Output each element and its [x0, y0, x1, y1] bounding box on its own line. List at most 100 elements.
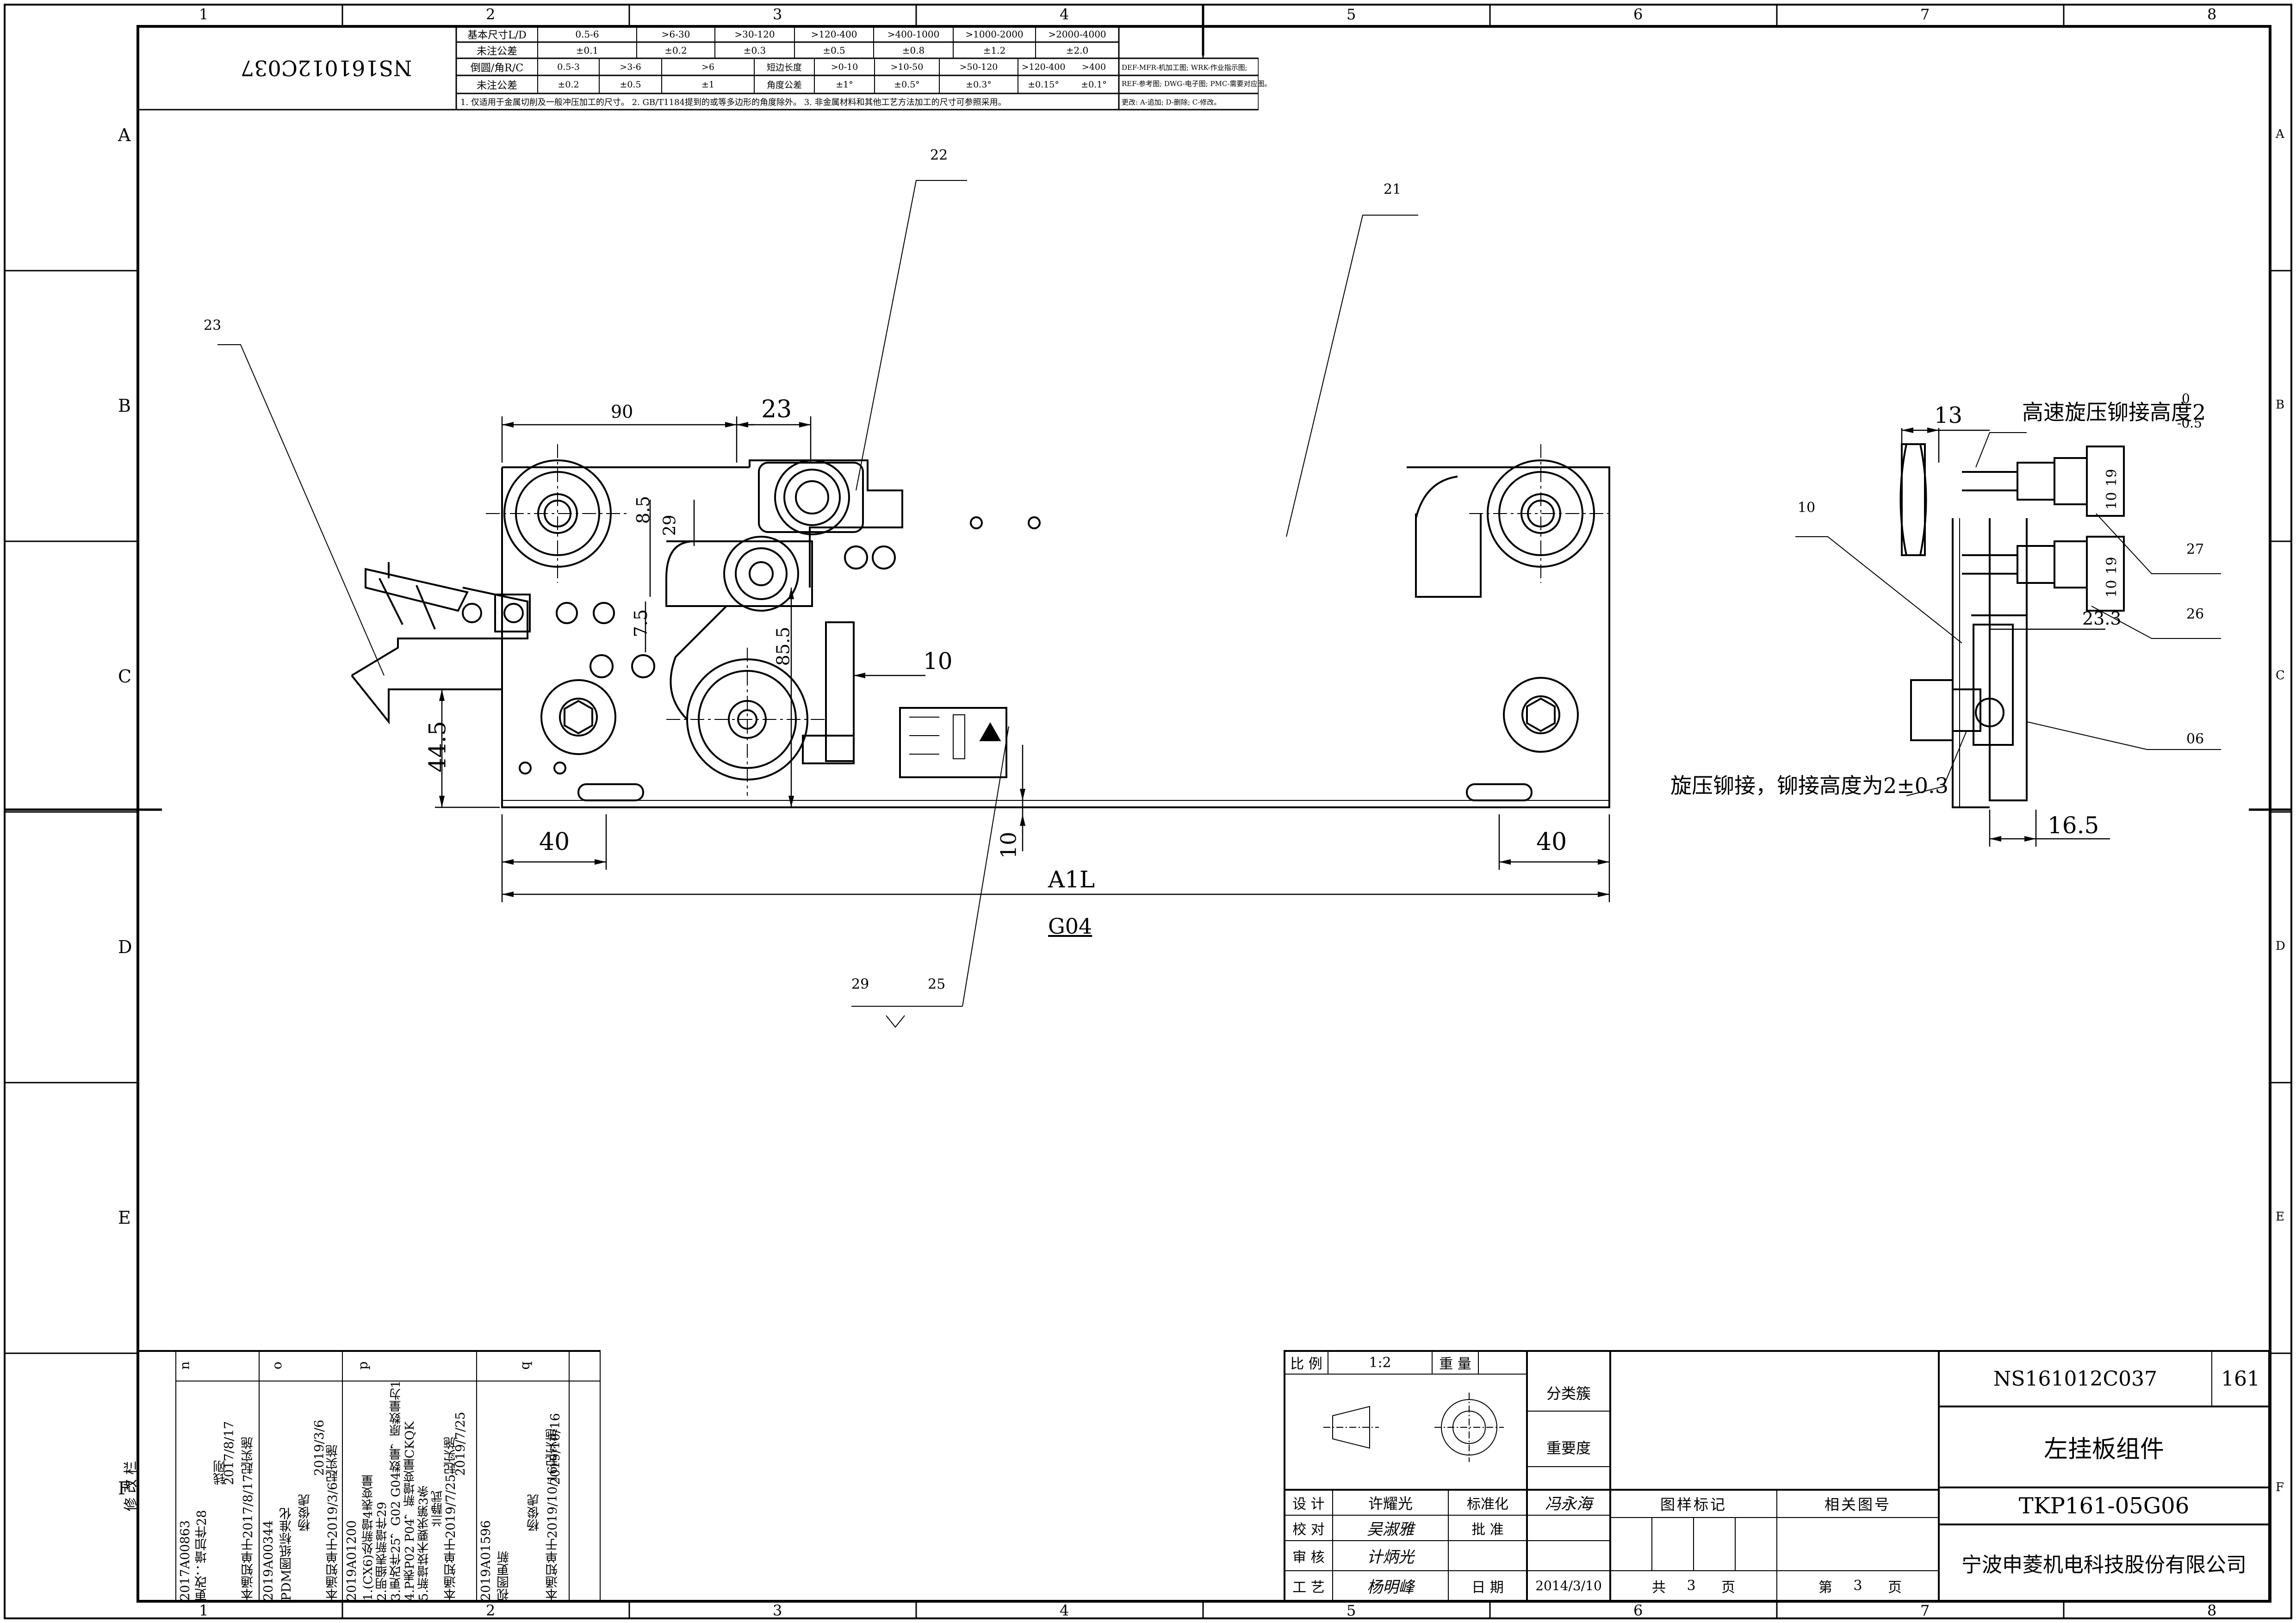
tb-weight-label: 重 量 [1439, 1356, 1471, 1372]
zone-col-1-top: 1 [199, 6, 209, 23]
tol-row4-v2: ±1 [701, 79, 714, 90]
dim-23: 23 [761, 396, 792, 423]
tb-related-label: 相关图号 [1824, 1496, 1891, 1513]
tol-row4-v4: ±1° [836, 79, 853, 90]
tb-company: 宁波申菱机电科技股份有限公司 [1961, 1553, 2246, 1577]
zone-col-5-top: 5 [1347, 6, 1356, 23]
dim-8-5: 8.5 [633, 496, 654, 524]
dim-44-5: 44.5 [424, 721, 451, 773]
revision-line: 视图更新 [497, 1551, 511, 1601]
tb-sheet-unit: 页 [1888, 1579, 1902, 1596]
tb-process-label: 工 艺 [1292, 1579, 1325, 1596]
dim-19-b: 19 [2104, 557, 2120, 575]
revision-header: 修 改 栏 [123, 1461, 139, 1511]
dim-13: 13 [1934, 403, 1963, 428]
tol-row3-v0: 0.5-3 [557, 62, 580, 72]
zone-col-1-bottom: 1 [199, 1602, 209, 1619]
zone-col-8-bottom: 8 [2207, 1602, 2217, 1619]
tol-row3-label: 倒圆/角R/C [470, 62, 524, 74]
dim-40-right: 40 [1536, 828, 1567, 856]
tb-importance-label: 重要度 [1546, 1439, 1591, 1457]
balloon-23: 23 [204, 317, 222, 334]
revision-line: 2019A01596 [479, 1520, 493, 1601]
tol-row2-v0: ±0.1 [576, 44, 599, 56]
tol-row1-v3: >120-400 [811, 29, 857, 40]
balloon-29: 29 [851, 976, 869, 992]
tb-standard-label: 标准化 [1467, 1496, 1508, 1512]
zone-col-3-bottom: 3 [773, 1602, 782, 1619]
revision-block-n: 2017/8/17 2017A00863 更改：增加件28 钱刚 本通知单于20… [178, 1383, 257, 1601]
tb-design-label: 设 计 [1292, 1496, 1325, 1512]
dim-85-5: 85.5 [773, 626, 794, 666]
zone-row-a-right: A [2276, 127, 2284, 141]
tb-review-label: 审 核 [1292, 1549, 1325, 1566]
revision-block-p: 2019/7/25 2019A01200 1.(CX6)处新增4表变量 2.明细… [345, 1381, 474, 1601]
zone-row-a-left: A [118, 125, 131, 145]
revision-line: PDM图纸标准化 [279, 1507, 294, 1601]
zone-col-5-bottom: 5 [1347, 1602, 1356, 1619]
tol-row1-label: 基本尺寸L/D [467, 30, 527, 41]
zone-col-7-bottom: 7 [1920, 1602, 1930, 1619]
zone-col-3-top: 3 [773, 6, 782, 23]
dim-23-3: 23.3 [2082, 608, 2122, 629]
tb-sheet-label: 第 [1818, 1579, 1832, 1596]
front-view [217, 180, 1610, 1028]
revision-letter-o: o [269, 1362, 285, 1369]
zone-row-d-right: D [2276, 939, 2285, 953]
revision-line: 2017A00863 [178, 1520, 192, 1601]
revision-line: 杨俊虎 [527, 1494, 541, 1531]
tb-pattern-mark-label: 图样标记 [1660, 1496, 1727, 1513]
dimension-lines [435, 416, 1610, 902]
tb-scale-value: 1:2 [1369, 1354, 1391, 1371]
revision-line: 本通知单于2019/10/16起实施 [546, 1429, 560, 1601]
dim-19-a: 19 [2104, 469, 2120, 487]
note-spin-rivet: 旋压铆接，铆接高度为2±0.3 [1670, 773, 1948, 798]
tolerance-note: 1. 仅适用于金属切削及一般冲压加工的尺寸。 2. GB/T1184提到的或等多… [460, 98, 1006, 107]
note-rivet-tol-lower: -0.5 [2177, 415, 2202, 431]
tol-row3-v3: 短边长度 [766, 62, 802, 73]
zone-row-b-right: B [2276, 398, 2285, 412]
note-high-speed-rivet: 高速旋压铆接高度2 [2022, 400, 2206, 425]
tb-check-label: 校 对 [1292, 1521, 1325, 1538]
revision-line: 本通知单于2019/7/25起实施 [444, 1437, 458, 1601]
dim-10-switch: 10 [923, 648, 953, 675]
zone-row-e-left: E [118, 1208, 131, 1228]
balloon-22: 22 [930, 147, 948, 163]
tol-row3-v8: >400 [1081, 62, 1106, 72]
revision-line: 更改：增加件28 [195, 1510, 209, 1601]
tb-total-value: 3 [1687, 1578, 1696, 1594]
tol-row4-v5: ±0.5° [894, 79, 920, 90]
zone-row-b-left: B [118, 396, 131, 416]
tb-scale-label: 比 例 [1290, 1356, 1322, 1372]
revision-letter-p: p [355, 1361, 371, 1370]
tol-row2-label: 未注公差 [476, 45, 517, 57]
zone-row-f-left: F [118, 1478, 130, 1499]
revision-line: 2019A01200 [345, 1520, 359, 1601]
tol-row1-v6: >2000-4000 [1048, 29, 1106, 40]
dim-10-d: 10 [2104, 580, 2120, 598]
tol-row1-v5: >1000-2000 [965, 29, 1024, 40]
main-plate [501, 459, 1610, 808]
tol-row3-v6: >50-120 [959, 62, 998, 72]
revision-table-lines [138, 1350, 601, 1601]
dim-7-5: 7.5 [631, 609, 652, 638]
tb-date-value: 2014/3/10 [1535, 1578, 1602, 1593]
revision-line: 钱刚 [213, 1460, 228, 1485]
balloon-27: 27 [2186, 541, 2204, 558]
tb-sheet-value: 3 [1853, 1578, 1862, 1594]
tol-row2-v1: ±0.2 [664, 44, 687, 56]
revision-line: 本通知单于2019/3/6起实施 [326, 1444, 340, 1601]
tb-date-label: 日 期 [1471, 1579, 1504, 1596]
tol-row3-v4: >0-10 [831, 62, 858, 72]
tb-standard-signature: 冯永海 [1545, 1495, 1592, 1513]
tol-row3-v1: >3-6 [620, 62, 641, 72]
tol-row4-v0: ±0.2 [558, 79, 579, 90]
header-table-lines [138, 25, 1259, 111]
tol-row1-v4: >400-1000 [887, 29, 940, 40]
zone-row-d-left: D [118, 937, 132, 957]
tol-row1-v2: >30-120 [734, 29, 775, 40]
zone-col-2-top: 2 [486, 6, 496, 23]
dim-10-c: 10 [2104, 492, 2120, 510]
dim-40-left: 40 [539, 828, 570, 856]
zone-col-8-top: 8 [2207, 6, 2217, 23]
